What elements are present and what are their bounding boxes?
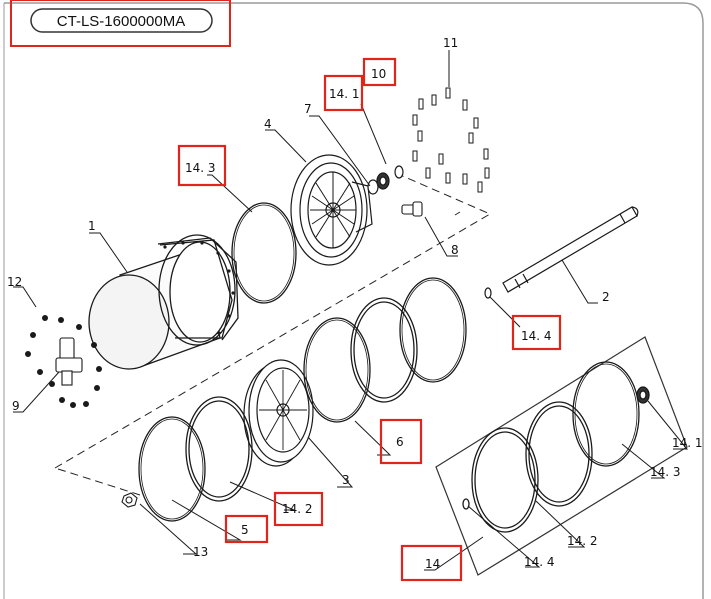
highlight-10: [362, 57, 397, 87]
label-13: 13: [193, 545, 208, 559]
label-14-4-kit: 14. 4: [524, 555, 555, 569]
ring-6: [303, 317, 371, 423]
highlight-14-2: [273, 491, 324, 527]
label-11: 11: [443, 36, 458, 50]
title-highlight-box: [10, 0, 231, 47]
elbow-fitting: [401, 201, 423, 217]
label-8: 8: [451, 243, 459, 257]
nut-13: [121, 492, 138, 508]
label-6: 6: [396, 435, 404, 449]
highlight-6: [379, 418, 423, 465]
housing-flange-bolts: [163, 241, 235, 335]
part-labels: 1 2 3 4 5 6 7 8 9 10 11 12 13 14 14. 1 1…: [7, 36, 703, 571]
shaft-oring: [484, 287, 492, 299]
label-2: 2: [602, 290, 610, 304]
label-1: 1: [88, 219, 96, 233]
label-3: 3: [342, 473, 350, 487]
axis-lines: [54, 173, 492, 496]
ring-6b: [350, 297, 418, 403]
oring-14-3-top: [231, 202, 297, 304]
label-14-1-kit: 14. 1: [672, 436, 703, 450]
label-14-3-kit: 14. 3: [650, 465, 681, 479]
highlight-14: [400, 544, 463, 582]
ring-5: [138, 416, 206, 522]
valve-9: [55, 337, 83, 386]
piston-plate: [243, 359, 314, 467]
title-pill: [30, 8, 213, 33]
ring-6c: [399, 277, 467, 383]
label-14: 14: [425, 557, 440, 571]
label-7: 7: [304, 102, 312, 116]
highlight-14-1: [323, 74, 364, 112]
highlight-boxes: [177, 57, 562, 582]
label-10: 10: [371, 67, 386, 81]
piston-ribs: [259, 370, 307, 450]
ring-14-2: [185, 396, 253, 502]
kit-rings: [462, 361, 650, 533]
end-cover-ribs: [310, 172, 356, 248]
drawing-frame: [4, 2, 704, 599]
label-14-2-main: 14. 2: [282, 502, 313, 516]
seal-rings: [138, 202, 467, 522]
housing-cylinder: [88, 234, 239, 370]
label-14-1-top: 14. 1: [329, 87, 360, 101]
label-14-3-top: 14. 3: [185, 161, 216, 175]
label-9: 9: [12, 399, 20, 413]
bolt-ring-12: [25, 315, 102, 408]
label-12: 12: [7, 275, 22, 289]
highlight-14-4: [511, 314, 562, 351]
highlight-14-3: [177, 144, 227, 187]
shaft: [502, 206, 639, 293]
label-14-4-main: 14. 4: [521, 329, 552, 343]
small-bush-parts: [367, 165, 404, 195]
kit-frame: [435, 336, 688, 576]
leader-lines: [13, 50, 689, 571]
title-text: CT-LS-1600000MA: [57, 13, 185, 30]
bolts-11: [412, 87, 490, 193]
label-14-2-kit: 14. 2: [567, 534, 598, 548]
label-4: 4: [264, 117, 272, 131]
highlight-5: [224, 514, 269, 544]
label-5: 5: [241, 523, 249, 537]
